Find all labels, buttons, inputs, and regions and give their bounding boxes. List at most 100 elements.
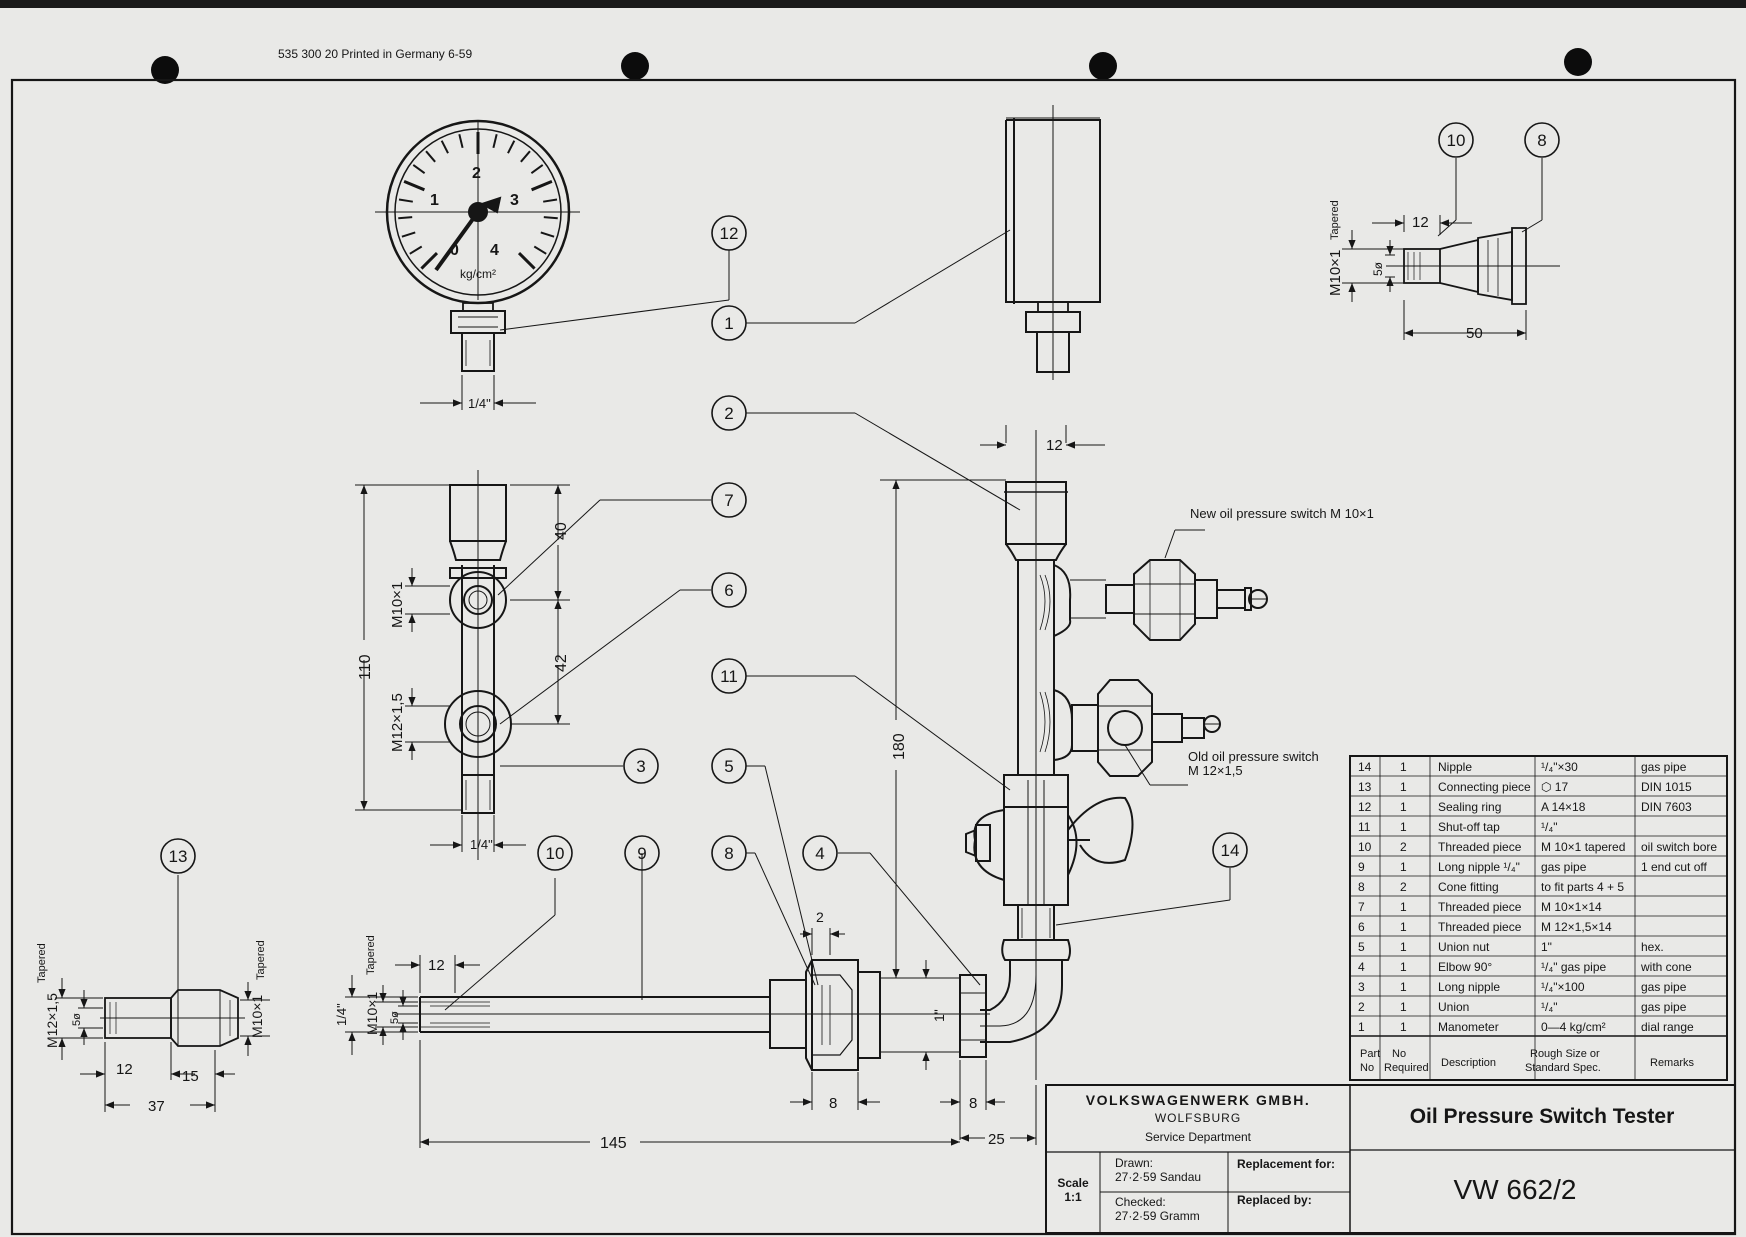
- company-city: WOLFSBURG: [1155, 1111, 1241, 1125]
- table-cell-qty: 1: [1400, 1000, 1407, 1014]
- replaced-by-label: Replaced by:: [1237, 1193, 1312, 1207]
- drawing-title: Oil Pressure Switch Tester: [1410, 1105, 1675, 1128]
- dim-elbow-8: 8: [969, 1095, 977, 1112]
- gauge-tick: [543, 198, 558, 203]
- scale-label: Scale: [1057, 1176, 1089, 1190]
- connecting-piece-detail: [55, 978, 270, 1112]
- callout-8-detail: 8: [1524, 122, 1560, 158]
- drawn-label: Drawn:: [1115, 1156, 1153, 1170]
- dim-pipe-quarter: 1/4": [334, 1003, 349, 1026]
- svg-text:Standard Spec.: Standard Spec.: [1525, 1062, 1601, 1074]
- table-cell-part: 2: [1358, 1000, 1365, 1014]
- label-sp-tapered-left: Tapered: [36, 943, 48, 983]
- table-cell-remarks: hex.: [1641, 940, 1664, 954]
- svg-text:Rough Size or: Rough Size or: [1530, 1048, 1600, 1060]
- dim-sp-m12: M12×1,5: [44, 993, 60, 1048]
- table-cell-qty: 1: [1400, 1020, 1407, 1034]
- table-cell-qty: 1: [1400, 920, 1407, 934]
- punch-hole: [151, 56, 179, 84]
- table-cell-qty: 1: [1400, 940, 1407, 954]
- dim-nipple-12: 12: [1412, 214, 1429, 231]
- table-cell-desc: Threaded piece: [1438, 840, 1522, 854]
- callout-7: 7: [711, 482, 747, 518]
- company-name: VOLKSWAGENWERK GMBH.: [1086, 1092, 1310, 1108]
- table-cell-size: ¹/₄"×100: [1541, 980, 1585, 994]
- table-cell-size: ¹/₄": [1541, 820, 1558, 834]
- gauge-unit: kg/cm²: [460, 267, 496, 281]
- table-cell-remarks: DIN 7603: [1641, 800, 1692, 814]
- dim-tee-110: 110: [357, 654, 374, 680]
- svg-text:1: 1: [724, 314, 733, 333]
- table-cell-part: 4: [1358, 960, 1365, 974]
- dim-pipe-145: 145: [600, 1135, 627, 1152]
- label-pipe-tapered: Tapered: [365, 935, 377, 975]
- dim-tee-42: 42: [553, 654, 570, 672]
- svg-text:13: 13: [169, 847, 188, 866]
- drawing-frame: [10, 78, 1737, 1236]
- dim-sp-5: 5ø: [71, 1013, 83, 1026]
- punch-hole: [621, 52, 649, 80]
- dim-pipe-5: 5ø: [389, 1011, 401, 1024]
- label-old-switch: Old oil pressure switch: [1188, 749, 1319, 764]
- dim-sp-12: 12: [116, 1061, 133, 1078]
- svg-text:4: 4: [815, 844, 824, 863]
- table-cell-part: 5: [1358, 940, 1365, 954]
- svg-text:10: 10: [546, 844, 565, 863]
- dim-height-180: 180: [891, 733, 908, 760]
- table-cell-desc: Threaded piece: [1438, 920, 1522, 934]
- gauge-tick: [412, 164, 426, 175]
- dim-sp-37: 37: [148, 1098, 165, 1115]
- svg-text:3: 3: [636, 757, 645, 776]
- table-cell-desc: Sealing ring: [1438, 800, 1501, 814]
- print-code: 535 300 20 Printed in Germany 6-59: [278, 47, 472, 61]
- table-cell-part: 10: [1358, 840, 1372, 854]
- gauge-tick: [425, 150, 436, 163]
- svg-text:14: 14: [1221, 841, 1240, 860]
- table-cell-qty: 1: [1400, 900, 1407, 914]
- callout-5: 5: [711, 748, 747, 784]
- dim-nipple-thread: M10×1: [1327, 250, 1344, 296]
- table-cell-qty: 1: [1400, 860, 1407, 874]
- gauge-tick: [507, 140, 516, 154]
- label-old-switch-thread: M 12×1,5: [1188, 763, 1243, 778]
- label-new-switch: New oil pressure switch M 10×1: [1190, 506, 1374, 521]
- gauge-number: 3: [510, 192, 519, 209]
- table-cell-remarks: gas pipe: [1641, 760, 1687, 774]
- gauge-number: 0: [450, 242, 459, 259]
- drawn-value: 27·2·59 Sandau: [1115, 1170, 1201, 1184]
- svg-text:Part: Part: [1360, 1048, 1380, 1060]
- gauge-tick: [543, 216, 558, 220]
- table-cell-remarks: gas pipe: [1641, 1000, 1687, 1014]
- table-cell-remarks: 1 end cut off: [1641, 860, 1707, 874]
- svg-text:Remarks: Remarks: [1650, 1057, 1695, 1069]
- table-cell-qty: 1: [1400, 760, 1407, 774]
- table-cell-remarks: with cone: [1640, 960, 1692, 974]
- dim-tee-bottom: 1/4": [470, 837, 493, 852]
- table-cell-size: M 10×1×14: [1541, 900, 1602, 914]
- table-cell-desc: Nipple: [1438, 760, 1472, 774]
- gauge-number: 4: [490, 242, 499, 259]
- dim-tee-40: 40: [553, 522, 570, 540]
- table-cell-part: 9: [1358, 860, 1365, 874]
- dim-nut-2: 2: [816, 909, 824, 925]
- gauge-tick: [540, 231, 555, 238]
- gauge-tick: [440, 140, 449, 154]
- callout-8: 8: [711, 835, 747, 871]
- gauge-tick: [458, 133, 464, 149]
- table-cell-qty: 1: [1400, 800, 1407, 814]
- table-cell-size: 1": [1541, 940, 1552, 954]
- callout-6: 6: [711, 572, 747, 608]
- svg-text:12: 12: [720, 224, 739, 243]
- dim-pipe-m10: M10×1: [364, 992, 380, 1035]
- svg-text:2: 2: [724, 404, 733, 423]
